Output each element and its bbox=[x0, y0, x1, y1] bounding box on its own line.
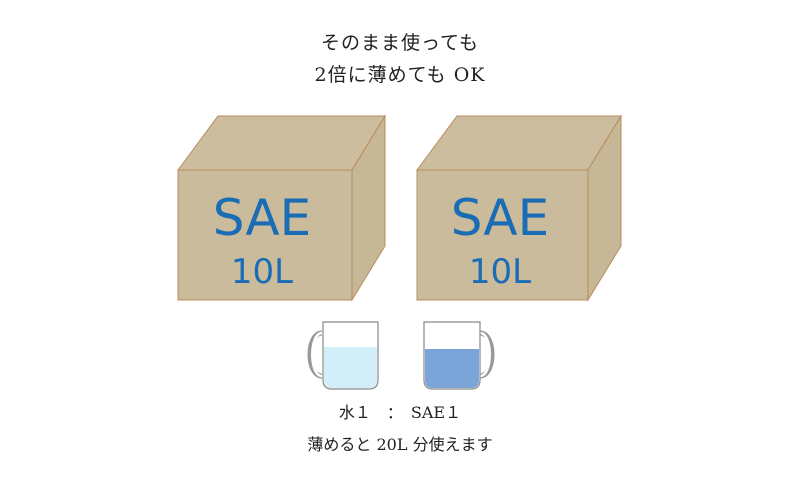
dilution-note: 薄めると 20L 分使えます bbox=[307, 435, 493, 454]
box-volume: 10L bbox=[231, 252, 293, 292]
box-name: SAE bbox=[213, 189, 311, 247]
box-volume: 10L bbox=[469, 252, 531, 292]
heading-line-1: そのまま使っても bbox=[320, 32, 480, 54]
box-right: SAE 10L bbox=[416, 114, 622, 302]
mug-water bbox=[307, 321, 379, 390]
box-left: SAE 10L bbox=[177, 114, 386, 302]
ratio-text: 水１ ： SAE１ bbox=[338, 403, 462, 422]
heading-line-2: 2倍に薄めても OK bbox=[314, 64, 486, 86]
mug-sae bbox=[423, 321, 495, 390]
box-name: SAE bbox=[451, 189, 549, 247]
